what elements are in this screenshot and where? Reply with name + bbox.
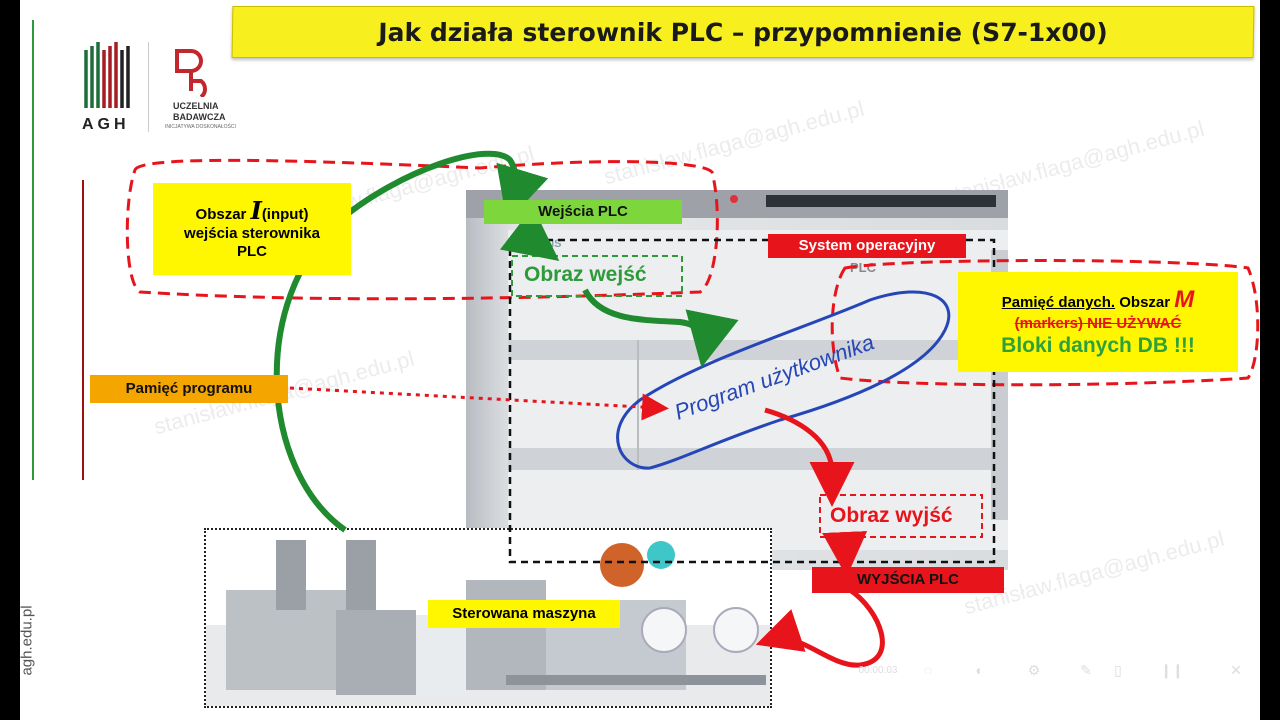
input-image-label: Obraz wejść [524,263,647,286]
player-time: 00:00:03 [858,664,898,676]
uczelnia-line2: BADAWCZA [173,112,226,122]
grid-icon[interactable]: ▯ [1114,661,1122,678]
input-area-line2: wejścia sterownika [184,225,320,243]
red-side-line [82,180,84,480]
input-area-box: Obszar I(input) wejścia sterownika PLC [153,183,351,275]
plc-device-image [466,190,1008,570]
os-label: System operacyjny [768,234,966,258]
close-icon[interactable]: ✕ [1230,661,1242,678]
program-loop [616,290,951,470]
marker-letter: M [1174,286,1195,313]
input-area-line3: PLC [237,243,267,261]
plc-status-led [730,195,738,203]
green-side-line [32,20,34,480]
player-dot-icon[interactable]: ◌ [923,662,933,678]
output-to-plc-outputs-arrow [822,531,868,577]
program-memory-label: Pamięć programu [90,375,288,403]
volume-icon[interactable]: ◖ [973,662,983,678]
edit-icon[interactable]: ✎ [1080,661,1092,678]
program-to-output-arrow [764,407,855,507]
input-area-outline [125,158,719,301]
agh-logo-icon [84,42,130,108]
plc-outputs-label: WYJŚCIA PLC [812,567,1004,593]
output-image-outline [819,494,983,538]
pause-icon[interactable]: ❙❙ [1160,661,1184,678]
plc-inputs-label: Wejścia PLC [484,200,682,224]
output-image-label: Obraz wyjść [830,504,953,527]
agh-logo-text: AGH [82,116,130,133]
uczelnia-line1: UCZELNIA [173,101,219,111]
agh-logo: AGH [80,40,140,135]
data-memory-line3: Bloki danych DB !!! [1001,333,1195,357]
program-memory-arrow [289,386,669,421]
data-memory-box: Pamięć danych. Obszar M (markers) NIE UŻ… [958,272,1238,372]
uczelnia-logo-icon [175,49,207,99]
input-area-line1: Obszar I(input) [195,195,309,225]
settings-icon[interactable]: ⚙ [1027,661,1041,678]
memory-area-outline [830,259,1260,387]
image-to-program-arrow [582,288,739,368]
uczelnia-logo: UCZELNIA BADAWCZA INICJATYWA DOSKONAŁOŚC… [165,45,236,135]
machine-to-inputs-arrow [273,150,549,533]
logo-divider [148,42,149,132]
plc-device: SIEMENS PLC [466,190,1008,570]
input-letter: I [250,195,262,225]
machine-image [206,540,770,706]
outputs-to-machine-arrow [755,587,885,668]
input-image-outline [511,255,683,297]
os-area-outline [508,238,996,564]
data-memory-line1: Pamięć danych. Obszar M [1001,286,1195,313]
uczelnia-line3: INICJATYWA DOSKONAŁOŚCI [165,124,236,130]
machine-label: Sterowana maszyna [428,600,620,628]
data-memory-line2: (markers) NIE UŻYWAĆ [1014,314,1182,332]
